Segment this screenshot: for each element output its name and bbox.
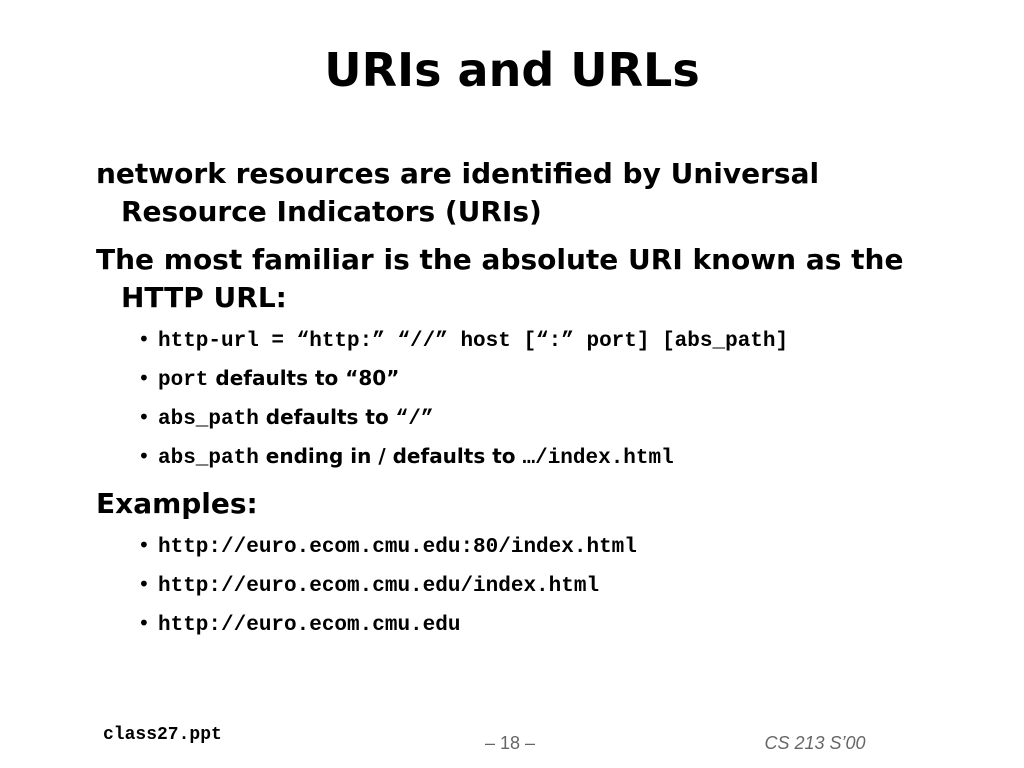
sub-bullet-abs-path-default: • abs_path defaults to “/” (96, 399, 956, 438)
example-url-text: http://euro.ecom.cmu.edu:80/index.html (158, 536, 637, 559)
bullet-icon: • (138, 405, 150, 429)
footer-page-number: – 18 – (484, 733, 536, 753)
example-url-1: • http://euro.ecom.cmu.edu:80/index.html (96, 527, 956, 566)
example-url-text: http://euro.ecom.cmu.edu/index.html (158, 575, 600, 598)
code-slash: “/” (395, 408, 434, 431)
sub-bullet-abs-path-index: • abs_path ending in / defaults to …/ind… (96, 438, 956, 477)
point-network-resources: network resources are identified by Univ… (96, 157, 820, 228)
code-port: port (158, 369, 209, 392)
bullet-icon: • (138, 611, 150, 635)
text-port-default: defaults to “80” (208, 366, 400, 390)
bullet-icon: • (138, 572, 150, 596)
code-abs-path: abs_path (158, 408, 259, 431)
point-examples: Examples: (96, 487, 258, 520)
http-url-syntax: http-url = “http:” “//” host [“:” port] … (158, 330, 789, 353)
sub-bullet-port-default: • port defaults to “80” (96, 360, 956, 399)
text-abs-path-default: defaults to (258, 405, 396, 429)
bullet-icon: • (138, 366, 150, 390)
sub-bullet-http-url-syntax: • http-url = “http:” “//” host [“:” port… (96, 321, 956, 360)
slide-title: URIs and URLs (324, 43, 700, 97)
bullet-icon: • (138, 444, 150, 468)
slide-body: network resources are identified by Univ… (96, 155, 956, 644)
text-ending-default: ending in / defaults to (258, 444, 523, 468)
point-http-url: The most familiar is the absolute URI kn… (96, 243, 904, 314)
code-abs-path: abs_path (158, 447, 259, 470)
code-index-html: …/index.html (522, 447, 674, 470)
footer-filename: class27.ppt (103, 725, 222, 745)
bullet-icon: • (138, 533, 150, 557)
example-url-3: • http://euro.ecom.cmu.edu (96, 605, 956, 644)
example-url-text: http://euro.ecom.cmu.edu (158, 614, 461, 637)
bullet-icon: • (138, 327, 150, 351)
example-url-2: • http://euro.ecom.cmu.edu/index.html (96, 566, 956, 605)
footer-course: CS 213 S’00 (764, 733, 866, 753)
